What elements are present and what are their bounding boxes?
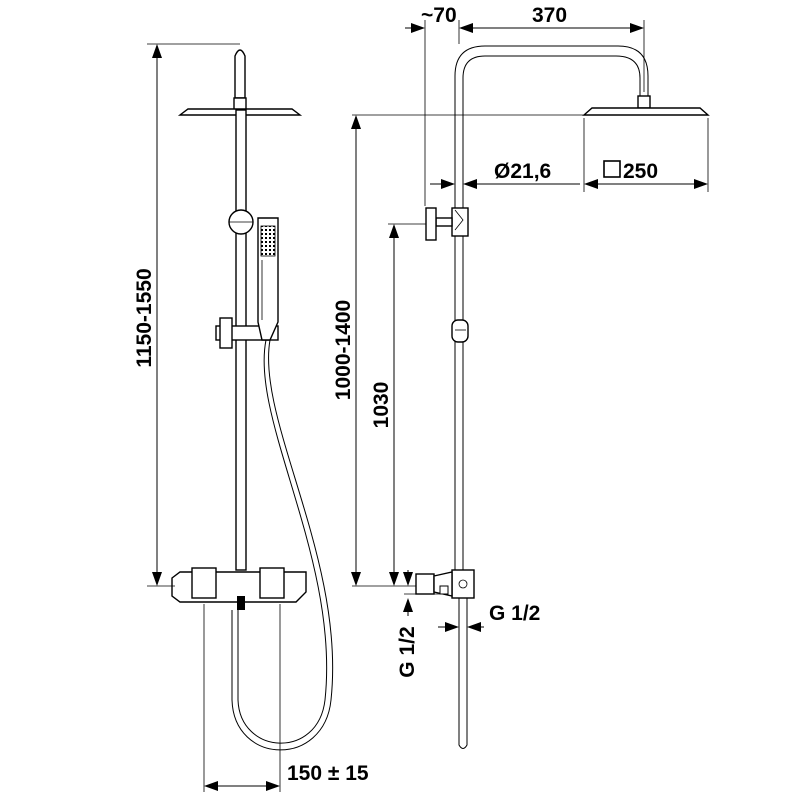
mixer-outlet-front (237, 596, 245, 610)
riser-arm-inner (462, 55, 641, 572)
shower-hose-front (237, 339, 328, 744)
head-size-label: 250 (623, 160, 658, 183)
outlet-height-label: 1030 (370, 382, 393, 429)
head-connector-side (637, 95, 651, 109)
side-inlet-thread-label: G 1/2 (396, 626, 419, 677)
pipe-diameter-label: Ø21,6 (494, 160, 551, 183)
arm-length-label: 370 (532, 4, 567, 27)
head-connector (233, 97, 247, 111)
mixer-body-side (451, 569, 475, 599)
riser-top-cap (234, 49, 246, 99)
front-view: 1150-1550 150 ± 15 (133, 43, 369, 792)
diverter-body-side (451, 207, 469, 237)
bottom-pipe-side (458, 598, 468, 749)
mixer-right-handle (259, 567, 285, 599)
side-view: ~70 370 Ø21,6 250 1000-1400 1030 (332, 4, 710, 749)
slider-knob-front (219, 317, 233, 349)
head-offset-label: ~70 (421, 4, 457, 27)
square-symbol-icon (603, 160, 621, 178)
slider-side (451, 319, 469, 343)
rail-height-label: 1000-1400 (332, 300, 355, 400)
riser-arm-outer (454, 45, 649, 572)
bottom-inlet-thread-label: G 1/2 (489, 602, 540, 625)
hand-shower-nozzles-front (260, 225, 276, 257)
overhead-shower-head-side (582, 107, 710, 116)
mixer-left-handle (191, 567, 217, 599)
diverter-stem-side (435, 217, 453, 227)
total-height-label: 1150-1550 (133, 268, 156, 367)
inlet-spacing-label: 150 ± 15 (287, 762, 369, 785)
mixer-knob-side (415, 573, 435, 595)
diverter-knob-side (425, 207, 437, 241)
